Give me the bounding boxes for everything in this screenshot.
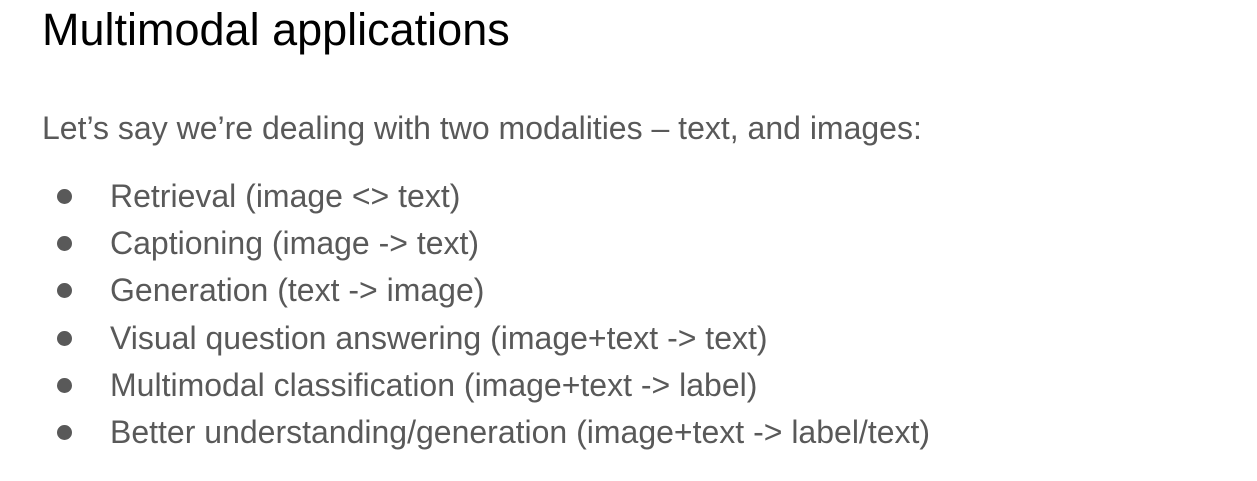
bullet-text: Retrieval (image <> text) (110, 178, 461, 214)
bullet-text: Generation (text -> image) (110, 272, 485, 309)
bullet-text: Captioning (image -> text) (110, 225, 480, 262)
bullet-icon (57, 236, 72, 252)
bullet-icon (57, 189, 72, 204)
bullet-text: Visual question answering (image+text ->… (110, 319, 768, 356)
bullet-icon (57, 283, 72, 299)
bullet-icon (57, 424, 72, 440)
bullet-icon (57, 377, 72, 393)
bullet-text: Better understanding/generation (image+t… (110, 413, 931, 450)
bullet-text: Multimodal classification (image+text ->… (110, 366, 758, 403)
bullet-icon (57, 330, 72, 346)
intro-text: Let’s say we’re dealing with two modalit… (42, 110, 922, 146)
slide-title: Multimodal applications (42, 4, 510, 55)
